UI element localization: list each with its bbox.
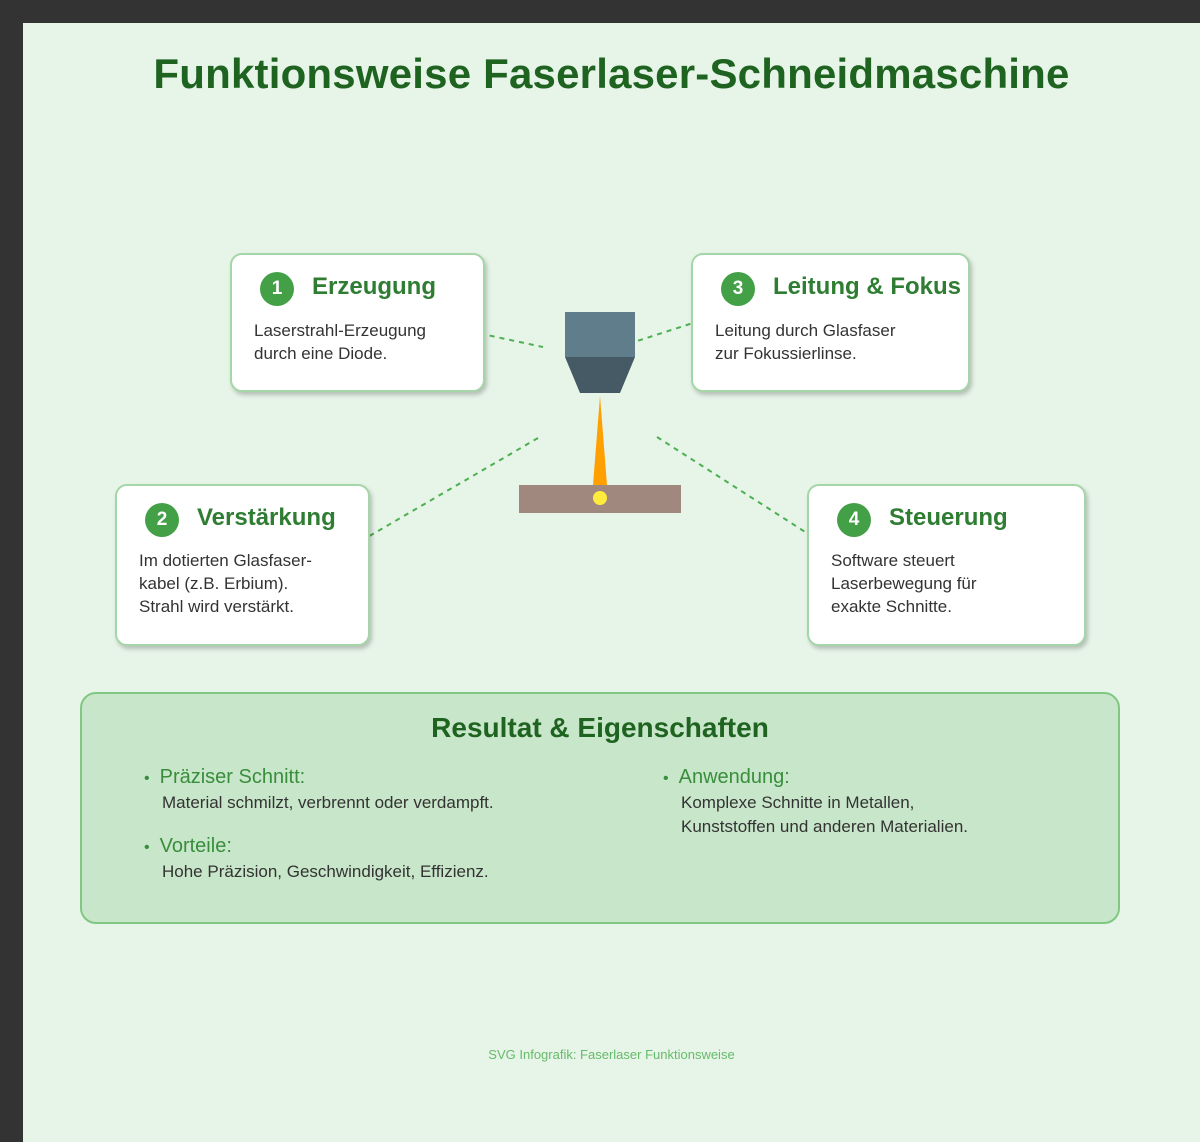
result-properties-box: Resultat & Eigenschaften • Präziser Schni… bbox=[80, 692, 1120, 924]
page-title: Funktionsweise Faserlaser-Schneidmaschin… bbox=[153, 50, 1070, 97]
result-item-praeziser-schnitt: • Präziser Schnitt: Material schmilzt, ve… bbox=[144, 766, 494, 815]
workpiece bbox=[519, 485, 681, 513]
laser-head-nozzle bbox=[565, 357, 635, 393]
infographic-canvas: Funktionsweise Faserlaser-Schneidmaschin… bbox=[23, 23, 1200, 1142]
result-item-text: Hohe Präzision, Geschwindigkeit, Effizie… bbox=[162, 862, 489, 881]
step-number-badge: 1 bbox=[260, 272, 294, 306]
result-item-title: Anwendung: bbox=[678, 766, 790, 788]
result-item-vorteile: • Vorteile: Hohe Präzision, Geschwindigke… bbox=[144, 835, 489, 884]
step-title: Erzeugung bbox=[312, 273, 436, 300]
bullet-icon: • bbox=[144, 770, 150, 787]
laser-beam bbox=[593, 396, 607, 485]
step-title: Steuerung bbox=[889, 504, 1008, 531]
connector-line-leitung bbox=[599, 322, 694, 354]
step-title: Leitung & Fokus bbox=[773, 273, 961, 300]
step-title: Verstärkung bbox=[197, 504, 336, 531]
result-item-title: Vorteile: bbox=[159, 835, 232, 857]
bullet-icon: • bbox=[144, 839, 150, 856]
step-number-badge: 3 bbox=[721, 272, 755, 306]
step-description: Im dotierten Glasfaser- kabel (z.B. Erbi… bbox=[139, 551, 312, 616]
step-description: Laserstrahl-Erzeugung durch eine Diode. bbox=[254, 321, 426, 363]
step-card-steuerung: 4 Steuerung Software steuert Laserbewegu… bbox=[807, 484, 1086, 646]
result-item-text: Komplexe Schnitte in Metallen, Kunststof… bbox=[681, 793, 968, 836]
footer-caption: SVG Infografik: Faserlaser Funktionsweis… bbox=[488, 1047, 735, 1062]
step-card-verstaerkung: 2 Verstärkung Im dotierten Glasfaser- ka… bbox=[115, 484, 370, 646]
cutting-point bbox=[593, 491, 607, 505]
step-number-badge: 4 bbox=[837, 503, 871, 537]
step-description: Software steuert Laserbewegung für exakt… bbox=[831, 551, 977, 616]
step-number-badge: 2 bbox=[145, 503, 179, 537]
step-description: Leitung durch Glasfaser zur Fokussierlin… bbox=[715, 321, 896, 363]
result-title: Resultat & Eigenschaften bbox=[431, 712, 769, 743]
step-card-erzeugung: 1 Erzeugung Laserstrahl-Erzeugung durch … bbox=[230, 253, 485, 392]
result-item-text: Material schmilzt, verbrennt oder verdam… bbox=[162, 793, 494, 812]
step-card-leitung-fokus: 3 Leitung & Fokus Leitung durch Glasfase… bbox=[691, 253, 970, 392]
bullet-icon: • bbox=[663, 770, 669, 787]
result-item-title: Präziser Schnitt: bbox=[159, 766, 306, 788]
laser-head-body bbox=[565, 312, 635, 357]
result-item-anwendung: • Anwendung: Komplexe Schnitte in Metalle… bbox=[663, 766, 968, 839]
